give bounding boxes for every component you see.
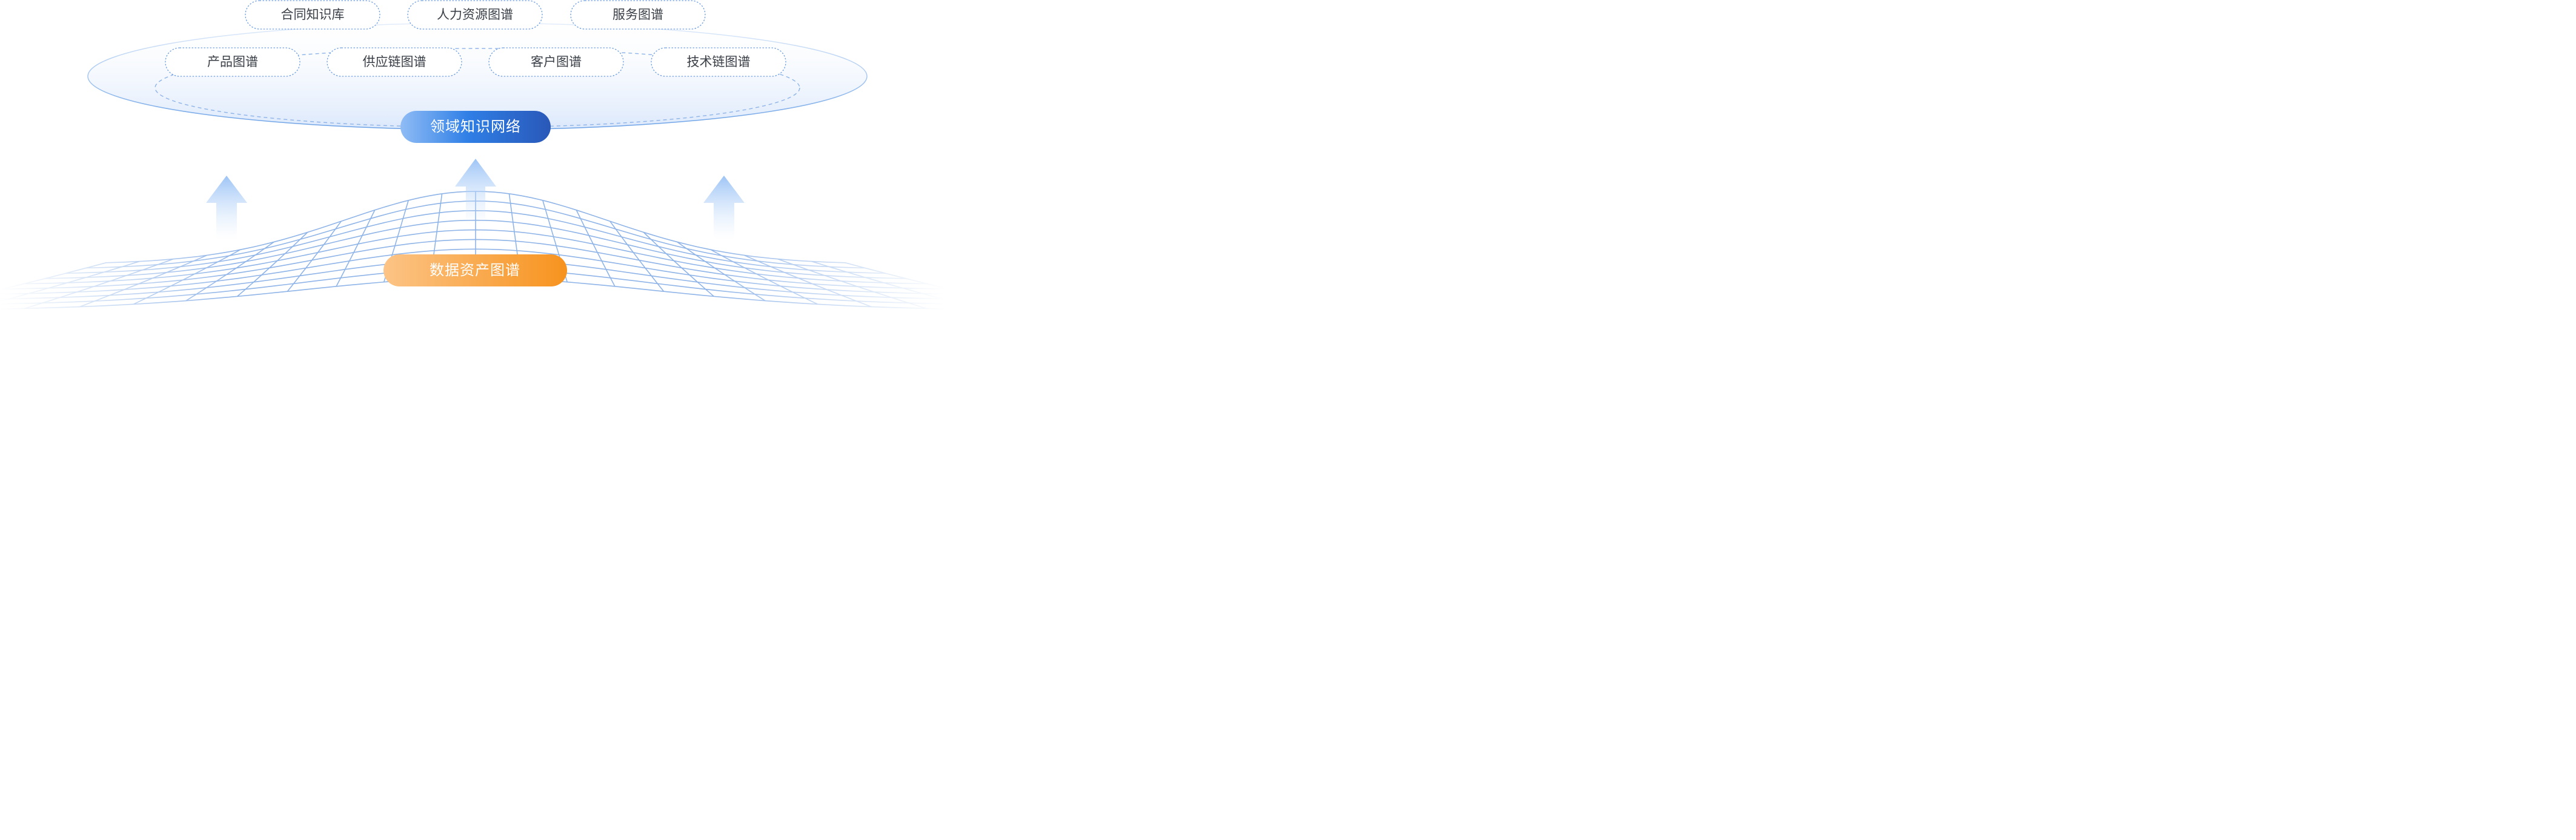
pill-label: 合同知识库 bbox=[281, 7, 345, 22]
mesh-column-line bbox=[0, 260, 140, 302]
knowledge-architecture-diagram: 合同知识库 人力资源图谱 服务图谱 产品图谱 供应链图谱 客户图谱 技术链图谱 bbox=[0, 0, 945, 309]
pill-customer-graph[interactable]: 客户图谱 bbox=[488, 47, 624, 77]
pill-label: 客户图谱 bbox=[531, 55, 582, 69]
pill-product-graph[interactable]: 产品图谱 bbox=[165, 47, 300, 77]
pill-label: 人力资源图谱 bbox=[437, 7, 513, 22]
data-assets-badge[interactable]: 数据资产图谱 bbox=[383, 254, 567, 286]
mesh-column-line bbox=[845, 262, 945, 289]
mesh-column-line bbox=[811, 260, 945, 300]
pill-service-graph[interactable]: 服务图谱 bbox=[570, 0, 706, 30]
mesh-column-line bbox=[643, 231, 714, 297]
pill-contract-knowledge-base[interactable]: 合同知识库 bbox=[245, 0, 380, 30]
pill-hr-graph[interactable]: 人力资源图谱 bbox=[407, 0, 543, 30]
mesh-column-line bbox=[24, 259, 174, 309]
domain-network-badge[interactable]: 领域知识网络 bbox=[400, 111, 551, 143]
mesh-column-line bbox=[777, 259, 927, 309]
data-assets-label: 数据资产图谱 bbox=[430, 262, 520, 279]
left-up-arrow-icon bbox=[206, 176, 247, 239]
mesh-column-line bbox=[185, 241, 274, 302]
bottom-row-pills: 产品图谱 供应链图谱 客户图谱 技术链图谱 bbox=[165, 47, 786, 77]
arrows bbox=[206, 159, 745, 239]
mesh-column-line bbox=[744, 254, 872, 308]
mesh-column-line bbox=[287, 220, 342, 292]
mesh-column-line bbox=[576, 210, 616, 287]
pill-label: 服务图谱 bbox=[612, 7, 663, 22]
mesh-column-line bbox=[133, 249, 241, 305]
mesh-column-line bbox=[336, 210, 376, 287]
mesh-column-line bbox=[609, 220, 665, 292]
mesh-column-line bbox=[710, 249, 818, 305]
domain-network-label: 领域知识网络 bbox=[430, 118, 521, 135]
pill-label: 技术链图谱 bbox=[687, 55, 751, 69]
center-up-arrow-icon bbox=[455, 159, 496, 225]
right-up-arrow-icon bbox=[703, 176, 745, 239]
mesh-column-line bbox=[677, 241, 766, 302]
data-asset-mesh bbox=[0, 191, 945, 309]
pill-label: 供应链图谱 bbox=[363, 55, 427, 69]
mesh-column-line bbox=[237, 231, 308, 297]
mesh-column-line bbox=[79, 254, 207, 308]
pill-tech-chain-graph[interactable]: 技术链图谱 bbox=[651, 47, 786, 77]
mesh-column-line bbox=[0, 262, 107, 290]
pill-label: 产品图谱 bbox=[207, 55, 258, 69]
top-row-pills: 合同知识库 人力资源图谱 服务图谱 bbox=[245, 0, 706, 30]
pill-supply-chain-graph[interactable]: 供应链图谱 bbox=[327, 47, 462, 77]
